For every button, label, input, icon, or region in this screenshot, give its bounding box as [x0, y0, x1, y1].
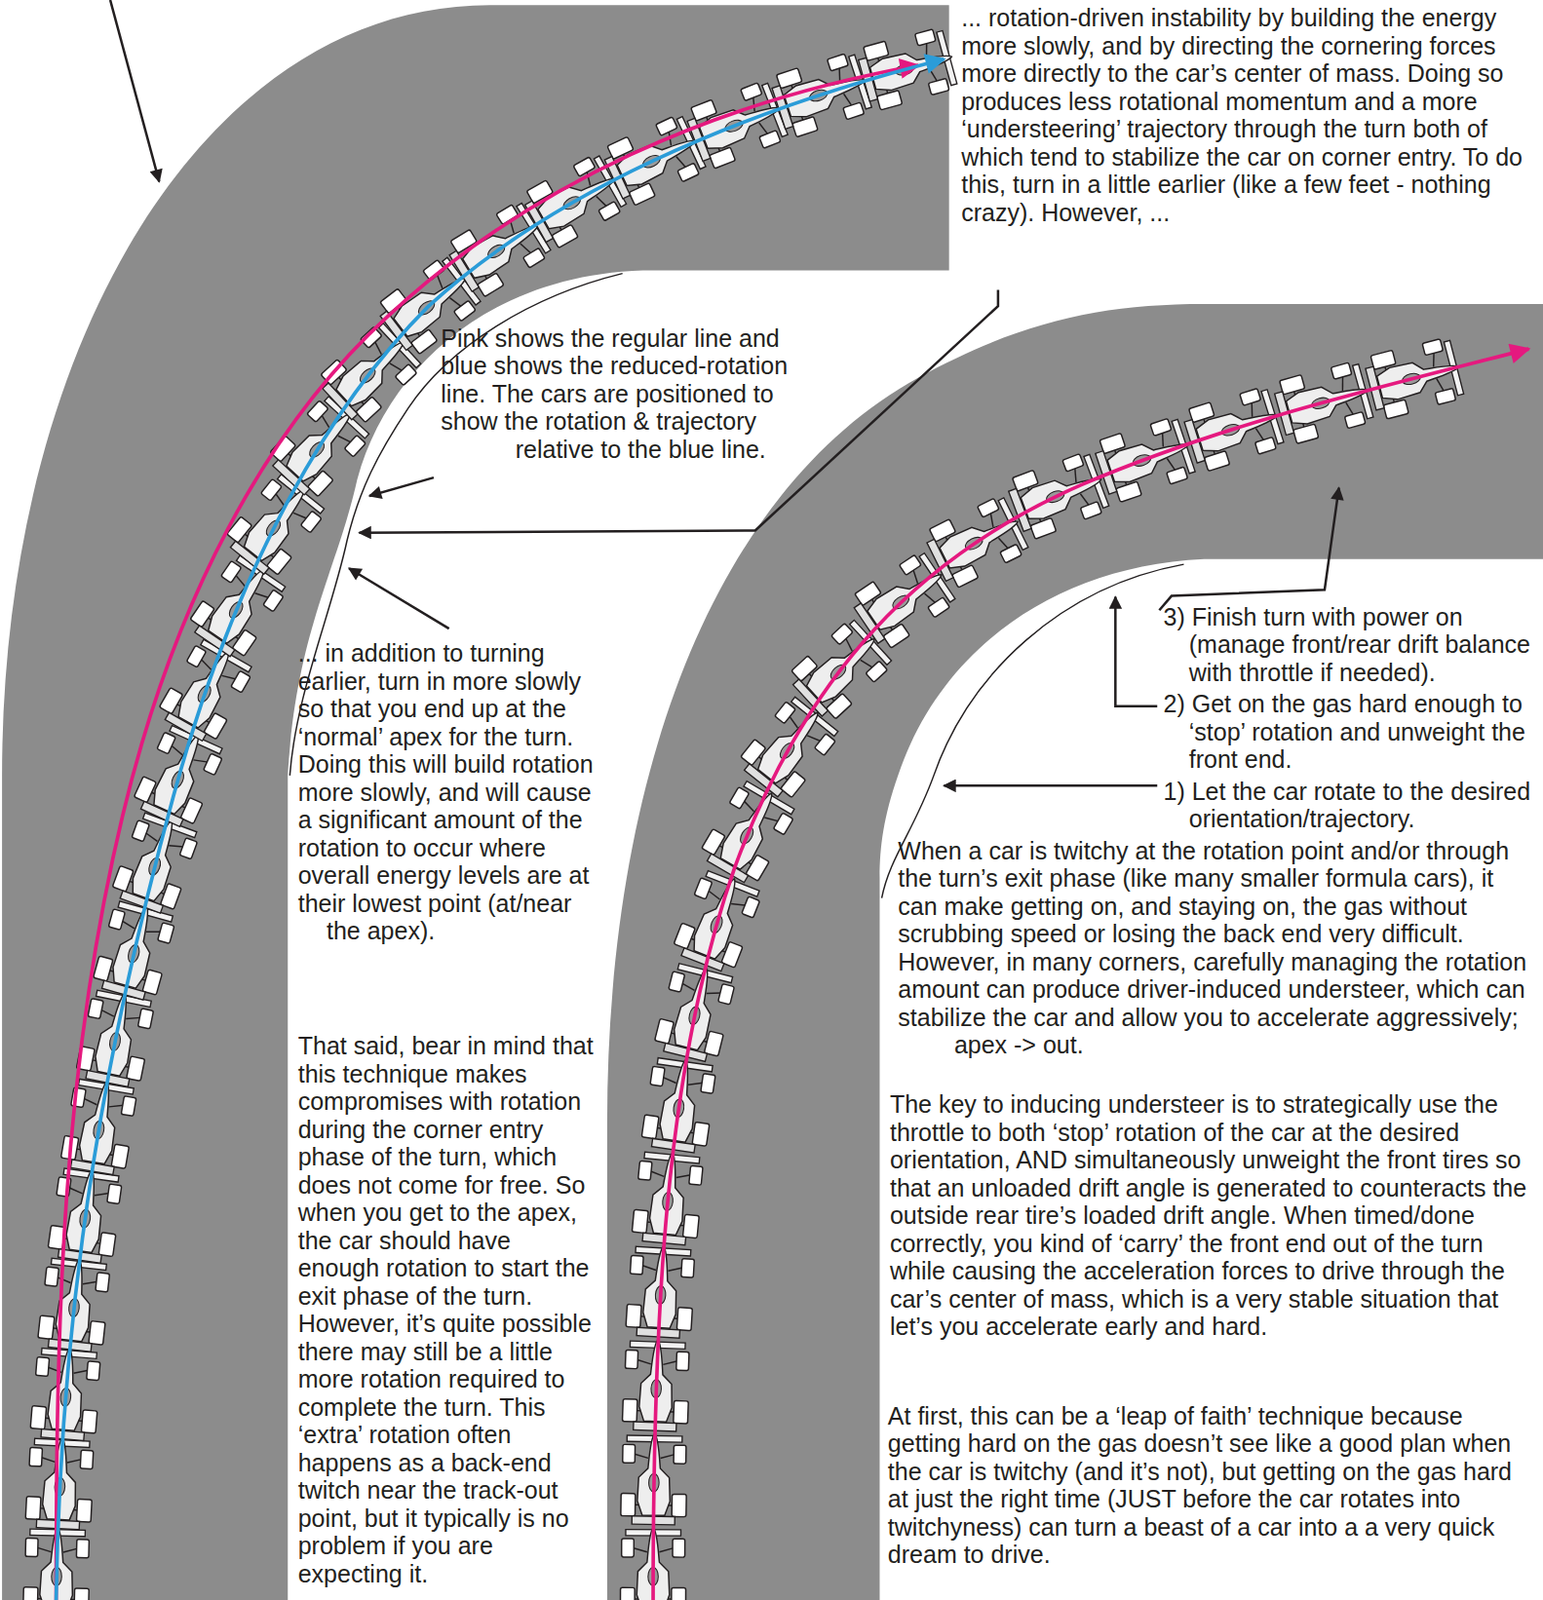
wrap-spacer: [298, 945, 317, 974]
track-surface: [607, 304, 1543, 1600]
leader-arrow: [359, 289, 999, 533]
note-text: Pink shows the regular line and blue sho…: [440, 324, 820, 520]
wrap-spacer: [440, 435, 515, 464]
wrap-spacer: [440, 462, 485, 492]
note-text: ... rotation-driven instability by build…: [961, 3, 1539, 227]
note-text: That said, bear in mind that this techni…: [298, 1032, 598, 1588]
leader-arrow: [110, 0, 159, 182]
note-text: The key to inducing understeer is to str…: [889, 1090, 1539, 1342]
wrap-spacer: [298, 917, 327, 946]
note-text: At first, this can be a ‘leap of faith’ …: [887, 1402, 1539, 1570]
note-text: ... in addition to turning earlier, turn…: [298, 639, 598, 1029]
leader-arrow: [348, 568, 450, 629]
note-text: When a car is twitchy at the rotation po…: [897, 837, 1538, 1088]
regular-line: [56, 65, 920, 1600]
wrap-spacer: [897, 1031, 955, 1060]
leader-arrow: [369, 477, 434, 497]
note-text: 1) Let the car rotate to the desired ori…: [1163, 777, 1543, 834]
car-group: [23, 25, 962, 1600]
leader-arrow: [1115, 597, 1158, 707]
leader-arrow: [1158, 488, 1339, 612]
reduced-rotation-line: [56, 59, 945, 1600]
wrap-spacer: [897, 1059, 924, 1088]
wrap-spacer: [298, 972, 309, 1002]
wrap-spacer: [440, 491, 478, 520]
note-text: 3) Finish turn with power on (manage fro…: [1163, 603, 1543, 688]
leader-arrow: [943, 784, 1158, 788]
note-text: 2) Get on the gas hard enough to ‘stop’ …: [1163, 690, 1543, 774]
wrap-spacer: [298, 1001, 303, 1030]
